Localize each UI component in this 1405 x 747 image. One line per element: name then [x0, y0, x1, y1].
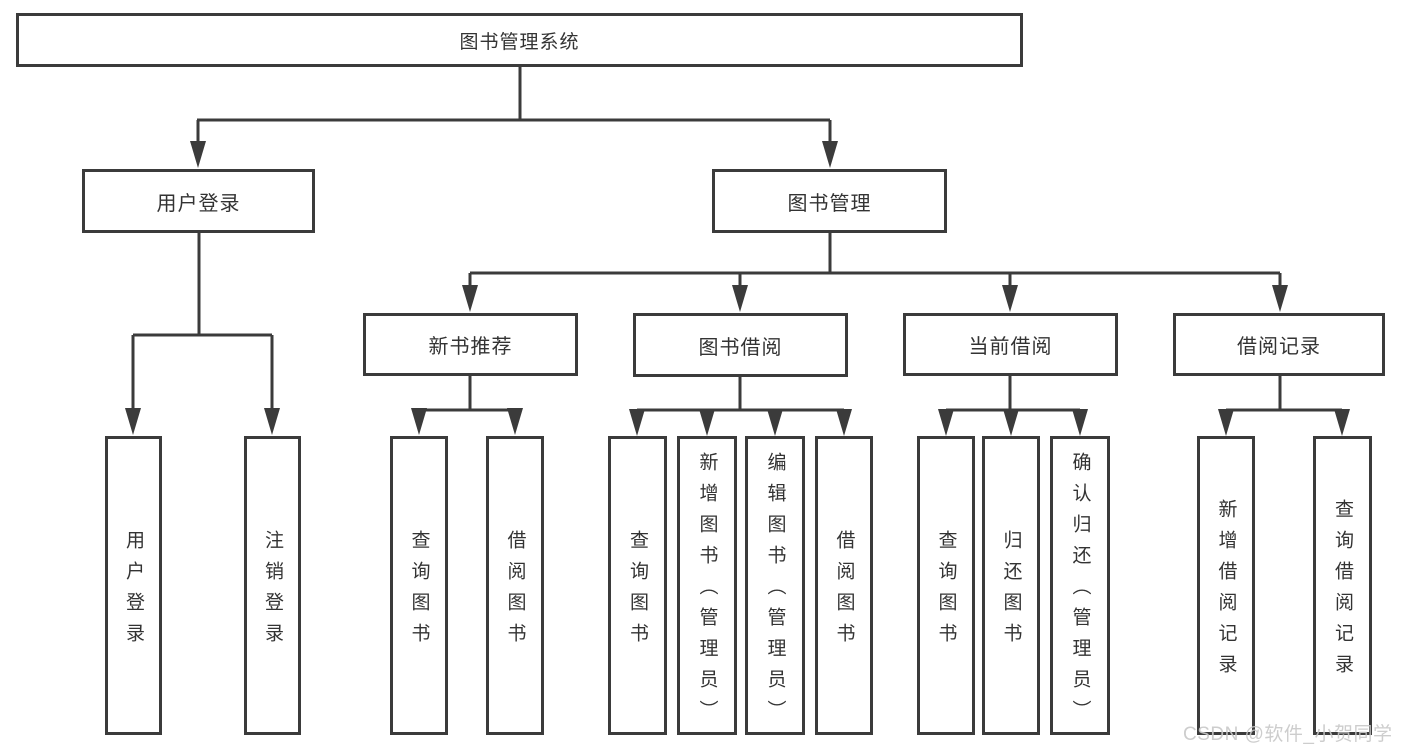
csdn-watermark: CSDN @软件_小贺同学 — [1183, 724, 1393, 745]
node-label: 借阅图书 — [504, 529, 526, 654]
node-label: 图书管理 — [787, 192, 872, 215]
branch-book-management — [468, 232, 1282, 288]
arrow-icon — [1002, 285, 1018, 312]
leaf-user-login: 用户登录 — [105, 436, 162, 735]
arrow-icon — [1218, 409, 1234, 436]
arrow-icon — [190, 141, 206, 168]
leaf-borrow-books: 借阅图书 — [815, 436, 873, 735]
node-label: 借阅图书 — [833, 529, 855, 654]
node-label: 图书借阅 — [698, 336, 783, 359]
leaf-borrow-books-recommend: 借阅图书 — [486, 436, 544, 735]
leaf-query-books-borrowing: 查询图书 — [608, 436, 667, 735]
arrow-icon — [629, 409, 645, 436]
arrow-icon — [1272, 285, 1288, 312]
node-book-borrowing: 图书借阅 — [633, 313, 848, 377]
node-book-management: 图书管理 — [712, 169, 947, 233]
arrow-icon — [507, 408, 523, 435]
arrowheads — [125, 141, 1350, 436]
arrow-icon — [732, 285, 748, 312]
node-label: 查询借阅记录 — [1332, 498, 1353, 685]
node-label: 新增图书（管理员） — [696, 452, 718, 731]
branch-current-borrow — [944, 375, 1082, 412]
node-user-login: 用户登录 — [82, 169, 315, 233]
node-label: 当前借阅 — [968, 336, 1053, 358]
node-root-library-system: 图书管理系统 — [16, 13, 1023, 67]
leaf-query-books-recommend: 查询图书 — [390, 436, 448, 735]
leaf-add-borrow-record: 新增借阅记录 — [1197, 436, 1255, 735]
branch-root — [196, 65, 832, 144]
branch-book-borrow — [635, 375, 846, 412]
arrow-icon — [264, 408, 280, 435]
node-label: 图书管理系统 — [459, 31, 580, 53]
leaf-confirm-return-admin: 确认归还（管理员） — [1050, 436, 1110, 735]
arrow-icon — [836, 409, 852, 436]
node-label: 确认归还（管理员） — [1069, 452, 1091, 731]
arrow-icon — [1334, 409, 1350, 436]
arrow-icon — [699, 409, 715, 436]
arrow-icon — [411, 408, 427, 435]
leaf-logout-login: 注销登录 — [244, 436, 301, 735]
arrow-icon — [822, 141, 838, 168]
leaf-query-books-current: 查询图书 — [917, 436, 975, 735]
leaf-add-books-admin: 新增图书（管理员） — [677, 436, 737, 735]
leaf-edit-books-admin: 编辑图书（管理员） — [745, 436, 805, 735]
leaf-return-books: 归还图书 — [982, 436, 1040, 735]
arrow-icon — [462, 285, 478, 312]
leaf-query-borrow-record: 查询借阅记录 — [1313, 436, 1372, 735]
node-borrowing-records: 借阅记录 — [1173, 313, 1385, 376]
arrow-icon — [1003, 409, 1019, 436]
node-label: 查询图书 — [935, 529, 957, 654]
branch-new-book — [417, 375, 517, 412]
node-label: 查询图书 — [408, 529, 430, 654]
node-label: 查询图书 — [627, 529, 648, 654]
arrow-icon — [938, 409, 954, 436]
node-new-book-recommend: 新书推荐 — [363, 313, 578, 376]
node-label: 新书推荐 — [428, 336, 513, 358]
arrow-icon — [1072, 409, 1088, 436]
node-label: 用户登录 — [156, 192, 241, 215]
node-label: 归还图书 — [1000, 529, 1022, 654]
node-label: 用户登录 — [123, 529, 144, 654]
node-current-borrowing: 当前借阅 — [903, 313, 1118, 376]
node-label: 编辑图书（管理员） — [764, 452, 786, 731]
branch-user-login — [131, 232, 274, 411]
branch-borrow-records — [1224, 375, 1344, 412]
arrow-icon — [767, 409, 783, 436]
node-label: 新增借阅记录 — [1215, 498, 1237, 685]
arrow-icon — [125, 408, 141, 435]
node-label: 注销登录 — [262, 529, 283, 654]
node-label: 借阅记录 — [1237, 336, 1321, 358]
